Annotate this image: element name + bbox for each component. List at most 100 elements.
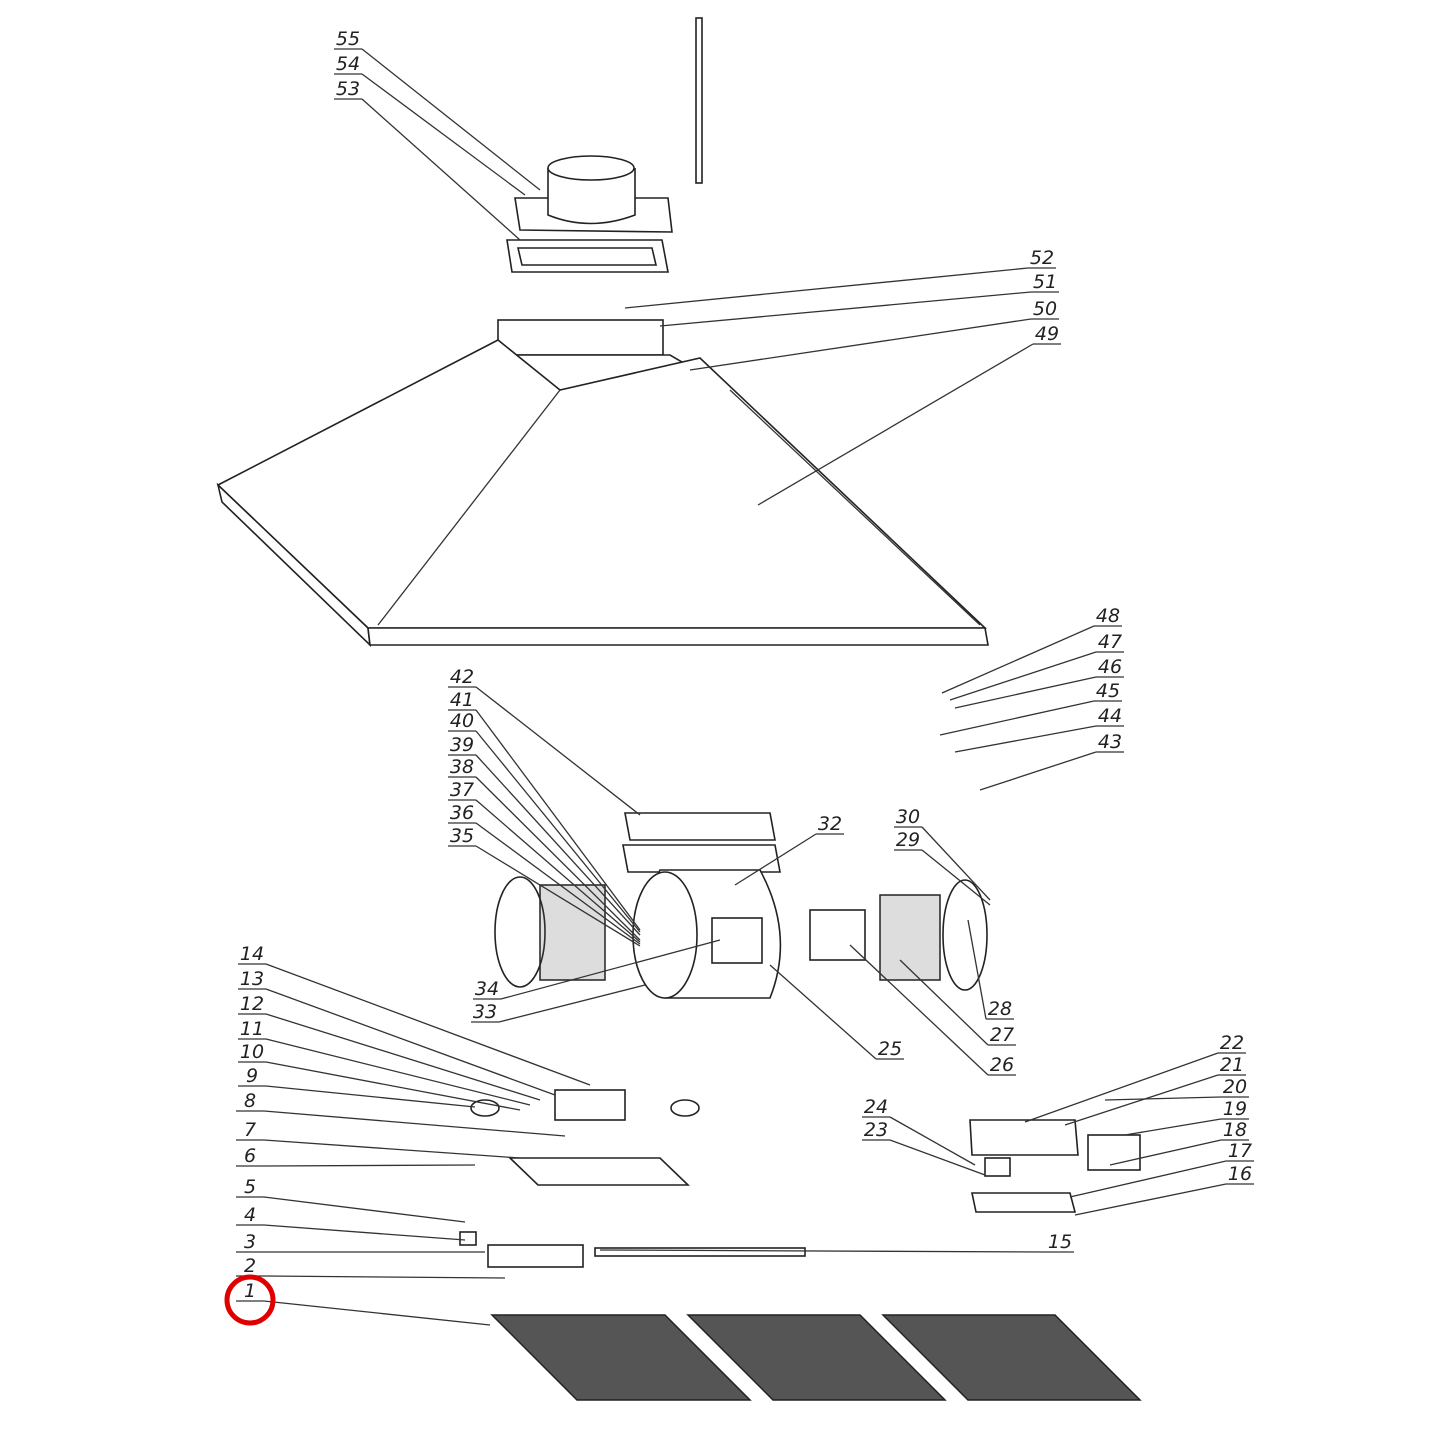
part-number: 49 [1035,323,1059,345]
part-number: 21 [1220,1054,1244,1076]
part-number: 3 [244,1231,256,1253]
part-number: 42 [450,666,474,688]
leader-line [265,1061,521,1111]
part-label-34: 34 [473,939,721,1000]
part-number: 33 [473,1001,497,1023]
part-label-13: 13 [238,968,556,1096]
part-number: 13 [240,968,264,990]
leader-line [475,845,641,947]
part-label-41: 41 [448,689,641,931]
leader-line [921,826,991,901]
leader-line [1124,1118,1222,1136]
leader-line [475,776,641,941]
leader-line [967,919,987,1020]
part-number: 9 [246,1065,258,1087]
leader-line [757,343,1034,506]
leader-line [361,48,541,191]
leader-line [500,939,721,1000]
part-number: 2 [244,1255,256,1277]
part-number: 48 [1096,605,1120,627]
grease-filters [490,1314,1142,1401]
leader-line [265,963,591,1086]
part-label-16: 16 [1074,1163,1254,1216]
part-number: 23 [864,1119,888,1141]
control-panel [459,1231,806,1268]
part-number: 24 [864,1096,888,1118]
part-number: 25 [878,1038,902,1060]
leader-line [475,754,641,936]
leader-line [475,686,641,816]
part-label-38: 38 [448,756,641,941]
part-number: 5 [244,1176,256,1198]
part-number: 30 [896,806,920,828]
mounting-bracket [497,319,664,356]
part-label-47: 47 [949,631,1124,701]
part-number: 47 [1098,631,1122,653]
part-label-50: 50 [689,298,1059,371]
part-number: 55 [336,28,360,50]
part-number: 11 [240,1018,264,1040]
leader-line [689,318,1032,371]
part-number: 10 [240,1041,264,1063]
part-number: 41 [450,689,474,711]
part-number: 16 [1228,1163,1252,1185]
highlight-circle [224,1274,276,1326]
part-label-5: 5 [236,1176,466,1223]
part-number: 36 [450,802,474,824]
part-number: 37 [450,779,474,801]
part-label-27: 27 [899,959,1016,1046]
part-number: 34 [475,978,499,1000]
part-number: 51 [1033,271,1057,293]
chimney-rod [695,17,703,184]
part-number: 46 [1098,656,1122,678]
leader-line [1104,1096,1222,1101]
part-number: 15 [1048,1231,1072,1253]
part-label-37: 37 [448,779,641,943]
leader-line [1069,1160,1227,1198]
part-number: 53 [336,78,360,100]
part-number: 7 [244,1119,256,1141]
duct-collar [514,155,673,233]
part-number: 54 [336,53,360,75]
part-label-14: 14 [238,943,591,1086]
leader-line [498,984,646,1023]
part-label-4: 4 [236,1204,466,1241]
leader-line [361,98,521,241]
leader-line [599,1249,1047,1253]
part-label-42: 42 [448,666,641,816]
part-label-30: 30 [894,806,991,901]
leader-line [624,267,1029,309]
control-board [969,1119,1141,1213]
part-number: 27 [990,1024,1014,1046]
part-number: 44 [1098,705,1122,727]
part-label-46: 46 [954,656,1124,709]
part-number: 39 [450,734,474,756]
leader-line [475,709,641,931]
part-label-54: 54 [334,53,526,196]
leader-line [941,625,1095,694]
part-number: 50 [1033,298,1057,320]
part-number: 40 [450,710,474,732]
leader-line [921,849,991,906]
hood-body [216,339,989,648]
part-number: 28 [988,998,1012,1020]
part-number: 12 [240,993,264,1015]
leader-line [889,1116,976,1166]
leader-line [849,944,989,1076]
part-label-1: 1 [236,1280,491,1326]
parts-drawing [216,17,1142,1401]
leader-line [263,1275,506,1279]
leader-line [949,651,1097,701]
part-number: 26 [990,1054,1014,1076]
part-number: 1 [244,1280,256,1302]
part-label-7: 7 [236,1119,521,1159]
leader-line [263,1164,476,1167]
part-number: 45 [1096,680,1120,702]
leader-line [265,988,556,1096]
part-label-12: 12 [238,993,541,1101]
leader-line [939,700,1095,736]
part-number: 52 [1030,247,1054,269]
leader-line [361,73,526,196]
